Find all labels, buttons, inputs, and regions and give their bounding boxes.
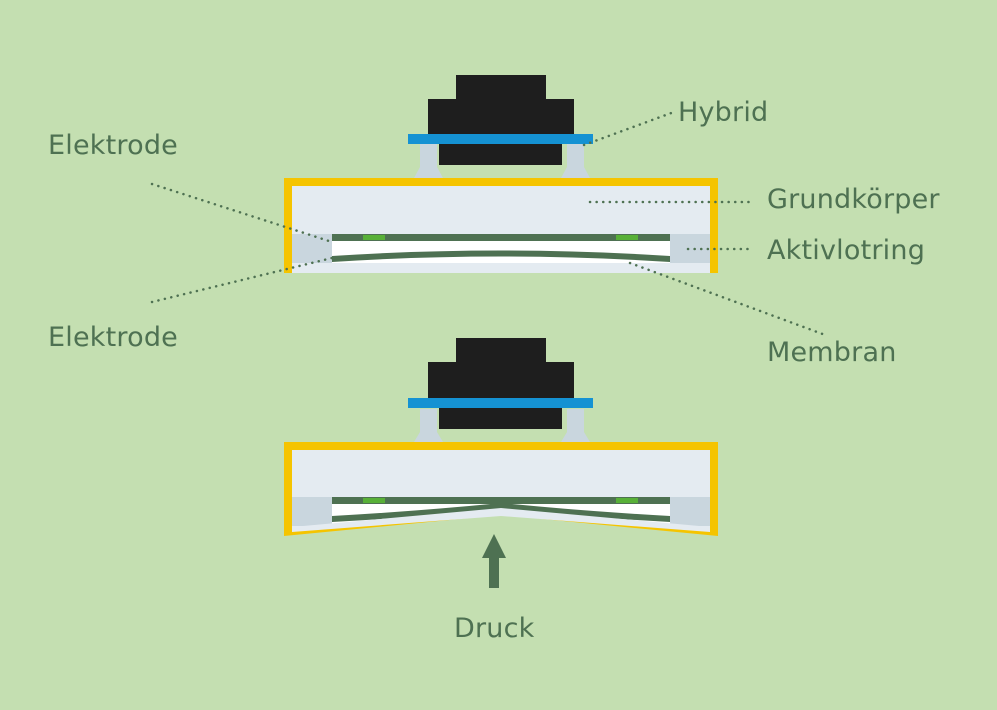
sensor-unloaded	[284, 75, 718, 273]
label-grundkoerper: Grundkörper	[767, 184, 940, 215]
membrane-2	[292, 508, 710, 532]
hybrid-leg-right-2	[561, 409, 590, 442]
label-elektrode-top: Elektrode	[48, 130, 178, 161]
leader-elektrode-bottom	[150, 256, 334, 304]
label-druck: Druck	[454, 613, 535, 644]
hybrid-board	[408, 134, 593, 144]
leader-elektrode-top	[150, 182, 334, 244]
hybrid-leg-left	[414, 143, 443, 178]
electrode-contact-right-2	[616, 498, 638, 503]
electrode-contact-right	[616, 235, 638, 240]
membrane	[292, 263, 710, 273]
aktivlotring-left	[292, 234, 332, 263]
cavity-2	[332, 497, 670, 526]
electrode-membrane-2	[332, 503, 670, 522]
hybrid-board-2	[408, 398, 593, 408]
aktivlotring-right-2	[670, 497, 710, 526]
electrode-fixed	[332, 234, 670, 241]
arrow-up-icon	[482, 534, 506, 588]
aktivlotring-right	[670, 234, 710, 263]
label-hybrid: Hybrid	[678, 97, 768, 128]
label-aktivlotring: Aktivlotring	[767, 235, 925, 266]
hybrid-chip-bottom	[439, 141, 562, 165]
electrode-contact-left	[363, 235, 385, 240]
hybrid-chip-bottom-2	[439, 405, 562, 429]
aktivlotring-left-2	[292, 497, 332, 526]
label-membran: Membran	[767, 337, 897, 368]
hybrid-chip-2	[428, 338, 574, 400]
electrode-fixed-2	[332, 497, 670, 504]
hybrid-chip	[428, 75, 574, 137]
sensor-loaded	[284, 338, 718, 536]
hybrid-leg-right	[561, 143, 590, 178]
electrode-contact-left-2	[363, 498, 385, 503]
leader-membran	[628, 261, 830, 338]
electrode-membrane	[332, 250, 670, 262]
hybrid-leg-left-2	[414, 409, 443, 442]
leader-hybrid	[582, 110, 676, 147]
label-elektrode-bottom: Elektrode	[48, 322, 178, 353]
